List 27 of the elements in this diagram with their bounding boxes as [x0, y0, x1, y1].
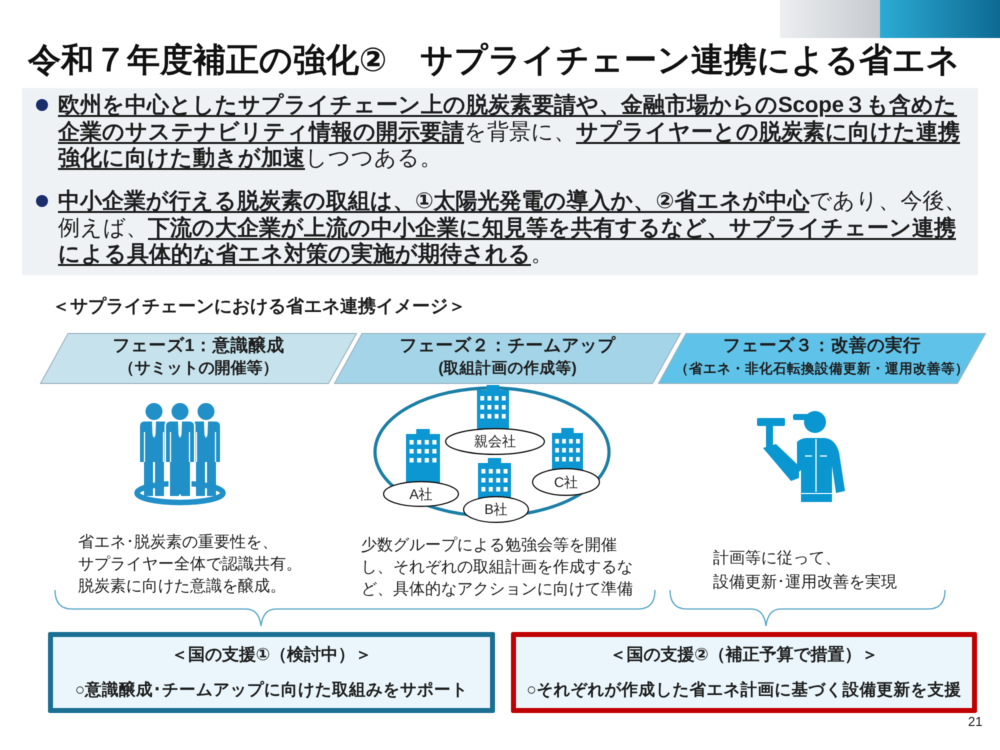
support-box [511, 632, 977, 713]
page-number: 21 [968, 713, 982, 731]
company-ellipse: C社 [532, 468, 600, 496]
phase-heading: フェーズ３：改善の実行 [723, 334, 921, 356]
phase-banner [334, 333, 681, 384]
bullet-text: 中小企業が行える脱炭素の取組は、①太陽光発電の導入か、②省エネが中心であり、今後、例えば、下流の大企業が上流の中小企業に知見等を共有するなど、サプライチェーン連携による具体的な省エネ対策の実施が期待される。 [58, 188, 968, 268]
slide-title: 令和７年度補正の強化② サプライチェーン連携による省エネ [28, 40, 960, 80]
phase-banner [40, 333, 357, 384]
phase-banner [658, 333, 986, 384]
phase-heading: フェーズ２：チームアップ [400, 334, 616, 356]
support-heading: ＜国の支援②（補正予算で措置）＞ [609, 644, 879, 666]
phase-subheading: (取組計画の作成等) [438, 359, 577, 379]
bullet-text: 欧州を中心としたサプライチェーン上の脱炭素要請や、金融市場からのScope３も含めた企業のサステナビリティ情報の開示要請を背景に、サプライヤーとの脱炭素に向けた連携強化に向けた動きが加速しつつある。 [58, 92, 961, 172]
company-ellipse: A社 [383, 481, 459, 507]
section-heading: ＜サプライチェーンにおける省エネ連携イメージ＞ [52, 295, 466, 318]
phase-heading: フェーズ1：意識醸成 [112, 334, 284, 356]
support-text: ○意識醸成･チームアップに向けた取組みをサポート [75, 680, 468, 701]
phase-description: 計画等に従って、設備更新･運用改善を実現 [713, 548, 898, 593]
phase-description: 省エネ･脱炭素の重要性を、サプライヤー全体で認識共有。脱炭素に向けた意識を醸成。 [78, 532, 303, 597]
support-heading: ＜国の支援①（検討中）＞ [170, 644, 372, 666]
company-ellipse: 親会社 [445, 428, 545, 454]
phase-subheading: （省エネ・非化石転換設備更新・運用改善等） [675, 360, 969, 378]
phase-subheading: （サミットの開催等） [118, 359, 278, 379]
company-ellipse: B社 [463, 496, 529, 522]
support-text: ○それぞれが作成した省エネ計画に基づく設備更新を支援 [526, 680, 962, 701]
support-box [48, 632, 495, 713]
phase-description: 少数グループによる勉強会等を開催し、それぞれの取組計画を作成するなど、具体的なアクションに向けて準備 [361, 536, 634, 600]
